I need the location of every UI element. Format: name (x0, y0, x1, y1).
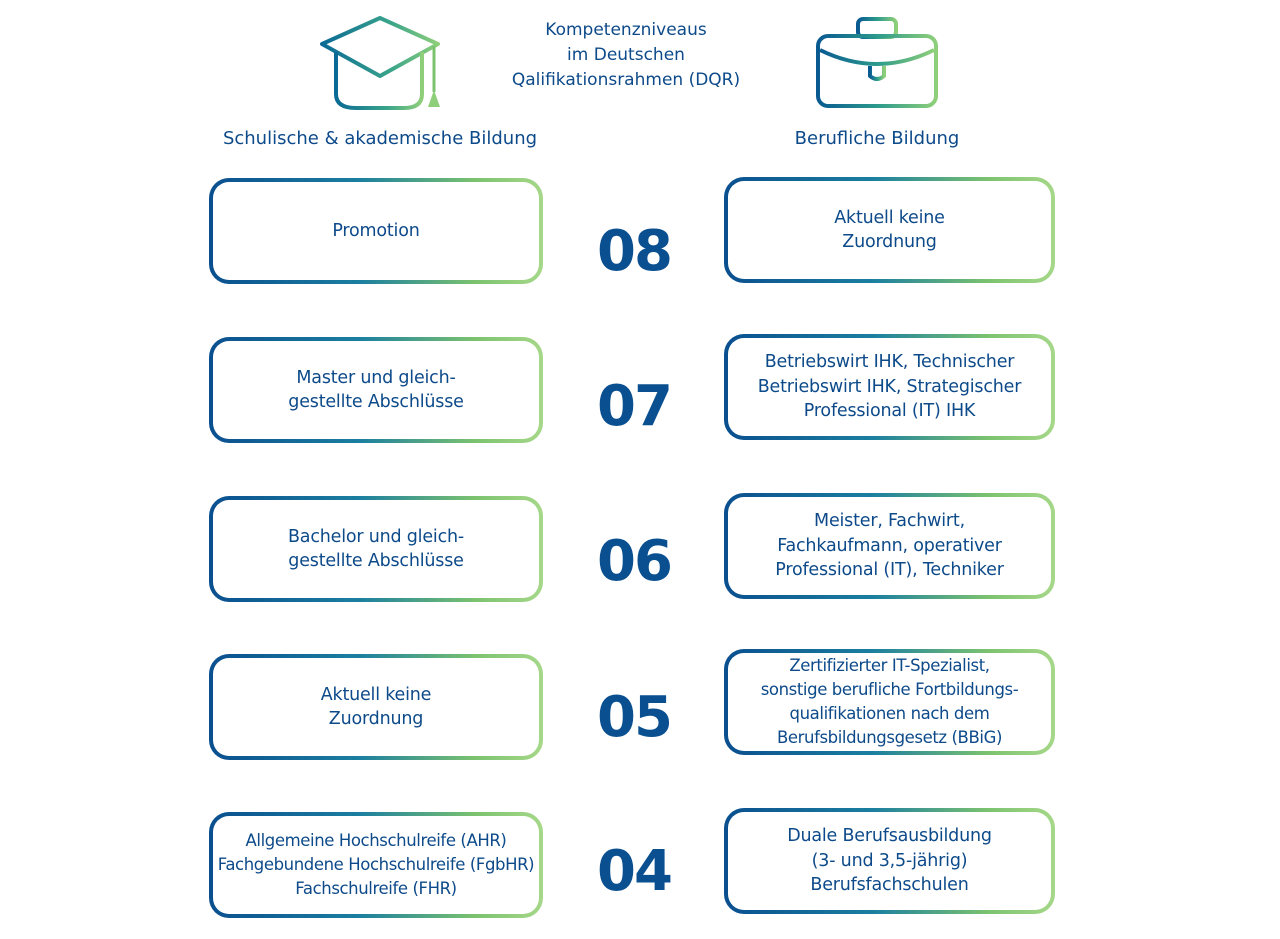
title-line: im Deutschen (567, 45, 685, 65)
academic-box-level-04: Allgemeine Hochschulreife (AHR) Fachgebu… (209, 812, 543, 918)
box-text-line: Fachkaufmann, operativer (777, 535, 1002, 556)
box-text-line: Professional (IT) IHK (803, 401, 976, 422)
box-text-line: Duale Berufsausbildung (787, 826, 992, 847)
level-number-07: 07 (597, 374, 673, 439)
academic-box-level-06: Bachelor und gleich- gestellte Abschlüss… (209, 496, 543, 602)
diagram-title: Kompetenzniveaus im Deutschen Qalifikati… (470, 18, 782, 93)
box-text-line: qualifikationen nach dem (789, 704, 990, 723)
vocational-box-level-04: Duale Berufsausbildung (3- und 3,5-jähri… (724, 808, 1055, 914)
box-text-line: Berufsfachschulen (810, 875, 969, 896)
box-text-line: Zuordnung (328, 709, 424, 729)
box-text-line: Allgemeine Hochschulreife (AHR) (245, 831, 507, 850)
vocational-column-heading: Berufliche Bildung (794, 128, 960, 149)
box-text-line: Berufsbildungsgesetz (BBiG) (776, 728, 1003, 747)
graduation-cap-icon (320, 16, 440, 110)
box-text-line: (3- und 3,5-jährig) (811, 850, 968, 871)
box-text-line: Master und gleich- (296, 367, 456, 388)
box-text-line: Aktuell keine (320, 684, 432, 705)
level-number-05: 05 (597, 685, 673, 750)
academic-box-level-08: Promotion (209, 178, 543, 284)
vocational-box-level-05: Zertifizierter IT-Spezialist, sonstige b… (724, 649, 1055, 755)
box-text-line: Betriebswirt IHK, Technischer (764, 352, 1015, 373)
box-text-line: gestellte Abschlüsse (288, 392, 464, 412)
box-text-line: Zuordnung (842, 232, 937, 252)
vocational-box-level-06: Meister, Fachwirt, Fachkaufmann, operati… (724, 493, 1055, 599)
title-line: Kompetenzniveaus (545, 20, 707, 40)
box-text-line: gestellte Abschlüsse (288, 551, 464, 571)
vocational-box-level-07: Betriebswirt IHK, Technischer Betriebswi… (724, 334, 1055, 440)
box-text-line: Zertifizierter IT-Spezialist, (789, 656, 990, 675)
academic-box-level-07: Master und gleich- gestellte Abschlüsse (209, 337, 543, 443)
level-number-04: 04 (597, 839, 673, 904)
briefcase-icon (816, 17, 938, 108)
vocational-box-level-08: Aktuell keine Zuordnung (724, 177, 1055, 283)
level-number-06: 06 (597, 529, 673, 594)
box-text-line: Fachschulreife (FHR) (295, 879, 457, 898)
box-text-line: Meister, Fachwirt, (814, 511, 965, 532)
box-text-line: Professional (IT), Techniker (775, 560, 1004, 581)
box-text-line: Bachelor und gleich- (287, 526, 465, 547)
academic-box-level-05: Aktuell keine Zuordnung (209, 654, 543, 760)
box-text-line: Promotion (332, 220, 420, 241)
box-text-line: Betriebswirt IHK, Strategischer (757, 376, 1022, 397)
box-text-line: Fachgebundene Hochschulreife (FgbHR) (217, 855, 535, 874)
level-number-08: 08 (597, 219, 673, 284)
box-text-line: Aktuell keine (834, 207, 945, 228)
title-line: Qalifikationsrahmen (DQR) (511, 70, 741, 90)
academic-column-heading: Schulische & akademische Bildung (222, 128, 538, 149)
box-text-line: sonstige berufliche Fortbildungs- (760, 680, 1019, 699)
